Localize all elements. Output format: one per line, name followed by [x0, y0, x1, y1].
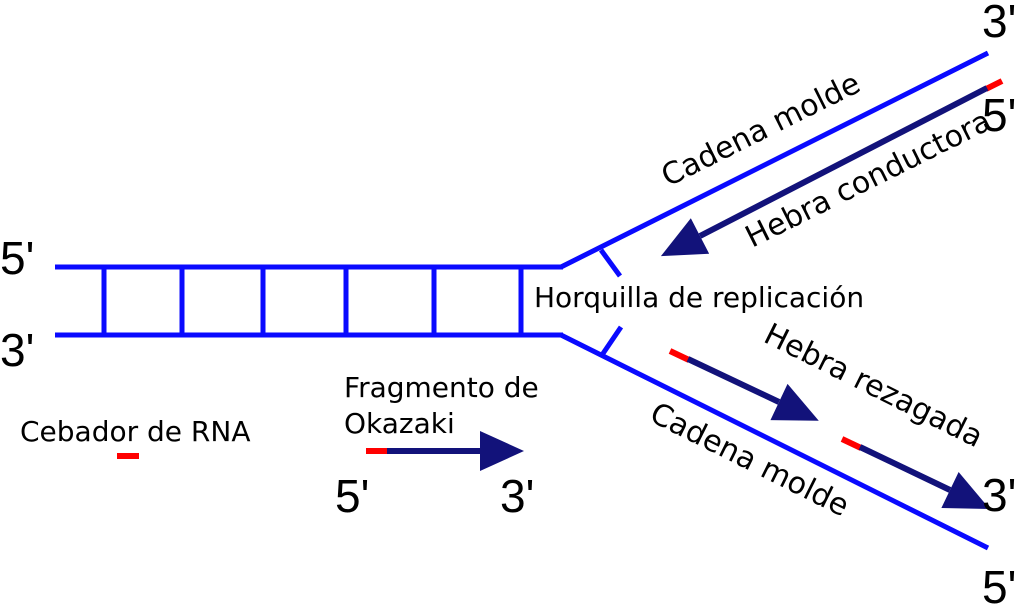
- lagging-fragment-2-arrow: [858, 444, 990, 509]
- okazaki-label-line1: Fragmento de: [344, 371, 539, 404]
- okazaki-5-label: 5': [335, 470, 369, 522]
- template-strand-upper: [559, 50, 990, 270]
- template-strand-lower-label: Cadena molde: [644, 396, 854, 524]
- lagging-strand: [668, 348, 990, 509]
- lagging-strand-label: Hebra rezagada: [758, 317, 988, 455]
- replication-fork-label: Horquilla de replicación: [534, 281, 864, 314]
- lower-right-3-label: 3': [982, 469, 1016, 521]
- lagging-fragment-1-primer: [668, 348, 691, 363]
- leading-strand: [660, 78, 1004, 257]
- okazaki-3-label: 3': [500, 470, 534, 522]
- leading-strand-primer: [984, 78, 1004, 92]
- fork-tick-lower: [599, 325, 624, 357]
- left-bottom-end-label: 3': [0, 324, 34, 376]
- lagging-fragment-1-arrow: [686, 356, 819, 421]
- leading-strand-arrow: [660, 85, 989, 257]
- upper-right-3-label: 3': [982, 0, 1016, 47]
- upper-right-5-label: 5': [982, 89, 1016, 141]
- left-top-end-label: 5': [0, 232, 34, 284]
- lagging-fragment-2-primer: [840, 436, 863, 451]
- template-strand-lower: [559, 332, 990, 551]
- fork-tick-upper: [598, 248, 623, 278]
- parental-double-strand: [55, 264, 563, 338]
- rna-primer-legend-label: Cebador de RNA: [20, 415, 250, 448]
- lower-right-5-label: 5': [982, 561, 1016, 607]
- okazaki-label-line2: Okazaki: [344, 407, 455, 440]
